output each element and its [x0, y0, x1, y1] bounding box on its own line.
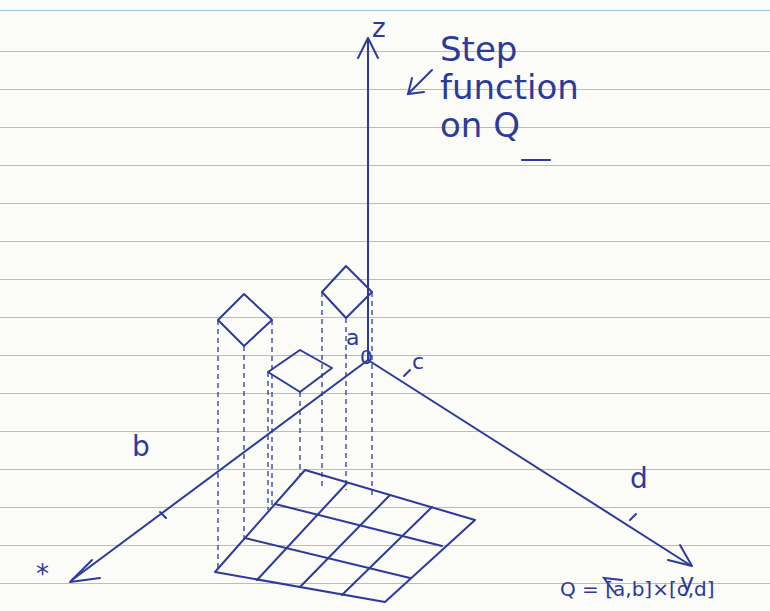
axis-value: c — [412, 350, 424, 374]
grid-line — [275, 504, 442, 546]
underline — [522, 159, 550, 161]
step-plate — [218, 294, 272, 346]
x-axis — [72, 360, 368, 580]
tick-b — [160, 512, 166, 518]
y-axis — [368, 360, 690, 565]
margin-mark: * — [36, 560, 49, 589]
dashed-drop — [243, 346, 244, 540]
origin-label: 0 — [360, 346, 373, 368]
axis-value: b — [132, 432, 150, 463]
dashed-drop — [299, 392, 300, 476]
grid-line — [342, 507, 432, 595]
grid-line — [300, 495, 390, 587]
tick-d — [630, 514, 636, 520]
dashed-drop — [271, 320, 272, 506]
y-arrowhead — [668, 545, 692, 566]
dashed-drop — [321, 292, 322, 486]
grid-line — [257, 483, 347, 580]
z-axis — [367, 40, 369, 360]
tick-c — [404, 370, 410, 376]
x-arrowhead — [70, 560, 100, 582]
domain-rectangle — [215, 470, 475, 602]
dashed-drop — [371, 292, 372, 498]
axis-value: d — [630, 464, 648, 495]
pointer-arrow — [410, 70, 432, 92]
pointer-arrowhead — [408, 78, 424, 94]
axis-label: z — [372, 14, 386, 43]
annotation: Step function on Q — [440, 30, 630, 144]
grid-line — [245, 538, 410, 578]
dashed-drop — [217, 320, 218, 568]
dashed-drop — [267, 372, 268, 510]
axis-value: a — [346, 326, 359, 350]
domain-label: Q = [a,b]×[c,d] — [560, 578, 715, 600]
step-plate — [322, 266, 372, 318]
